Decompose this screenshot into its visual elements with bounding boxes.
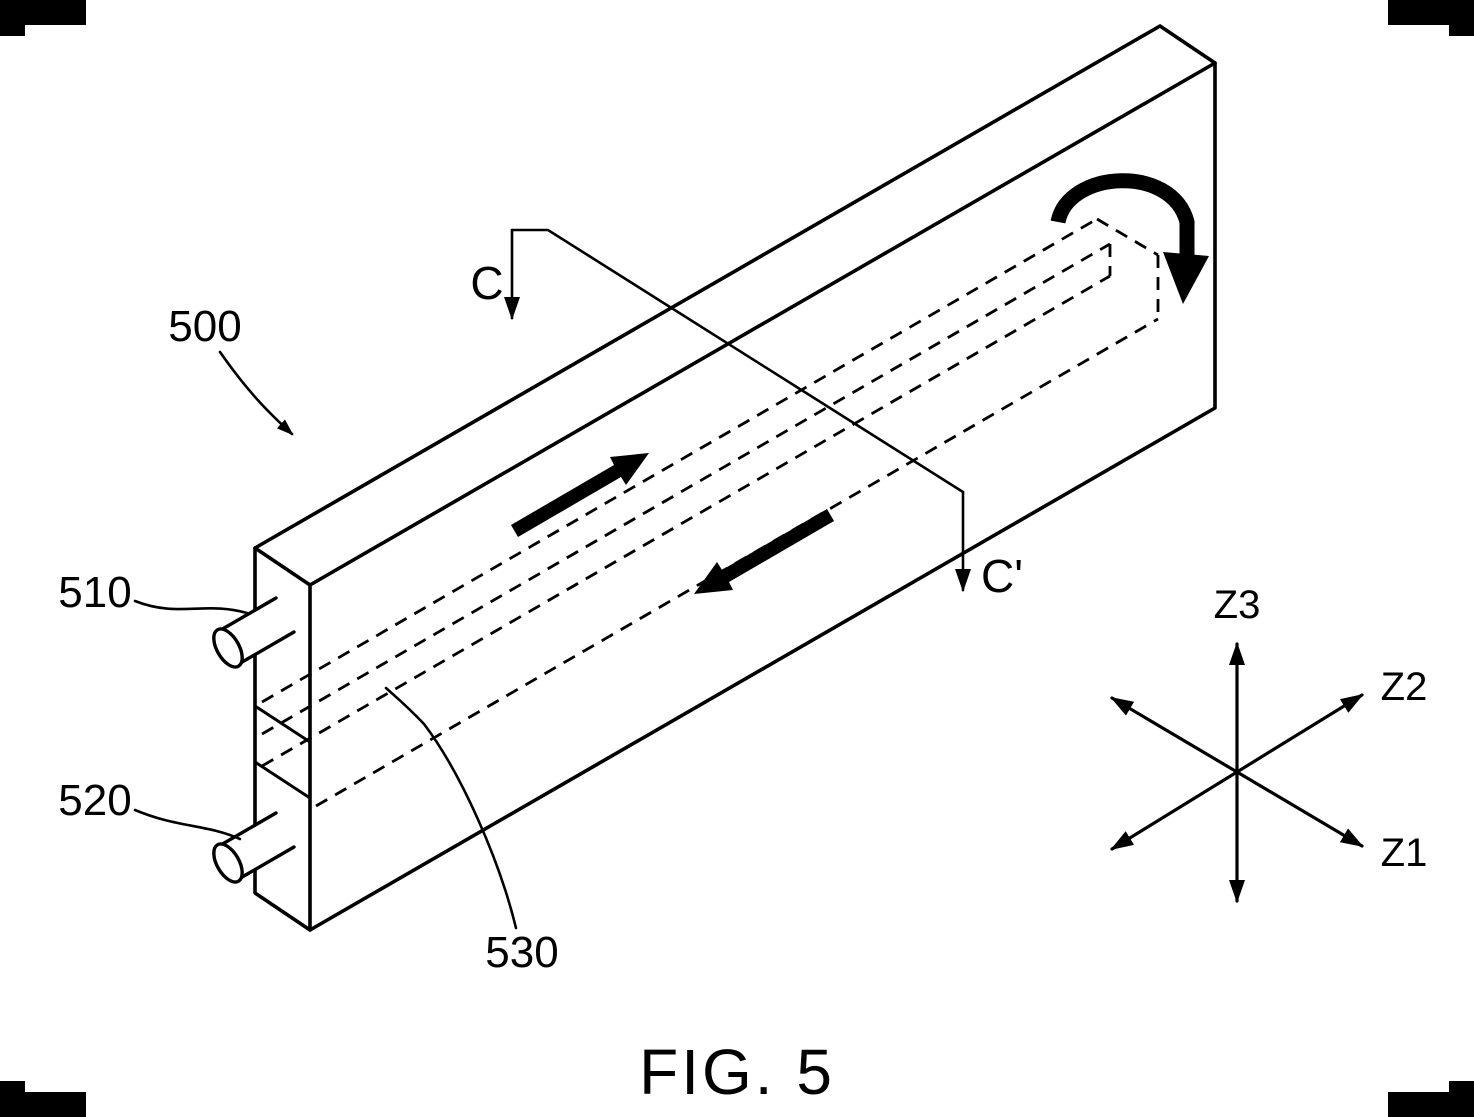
page-corner-mark — [1449, 0, 1474, 36]
label-axis-z2: Z2 — [1381, 665, 1428, 709]
upper-port-end-face — [212, 627, 244, 669]
label-530: 530 — [485, 928, 558, 977]
lower-port-bottom-edge — [235, 845, 296, 882]
slab-outline — [253, 24, 1217, 932]
label-500: 500 — [168, 302, 241, 351]
leader-530 — [384, 686, 518, 930]
label-axis-z1: Z1 — [1381, 831, 1428, 875]
label-section-c: C — [470, 257, 503, 309]
lower-port-end-face — [212, 842, 244, 884]
flow-arrow-return — [694, 509, 834, 594]
axis-z2-negative — [1110, 770, 1239, 851]
axis-z2-positive — [1235, 693, 1364, 774]
figure-caption: FIG. 5 — [639, 1036, 835, 1108]
label-axis-z3: Z3 — [1214, 583, 1261, 627]
slab-front-top-edge — [308, 61, 1217, 587]
page-corner-mark — [0, 0, 25, 36]
slab-divider-lower-edge — [253, 760, 312, 800]
channel-turn-top — [1096, 217, 1159, 257]
upper-port-top-edge — [217, 596, 278, 633]
page-corner-mark — [0, 1081, 25, 1117]
lower-port-top-edge — [217, 811, 278, 848]
flow-arrow-forward — [511, 453, 649, 537]
slab-divider-upper-edge — [253, 704, 312, 744]
page-corner-mark — [1449, 1081, 1474, 1117]
channel-hidden-line-3 — [261, 274, 1111, 768]
slab-left-end-top-edge — [253, 546, 312, 587]
upper-port-bottom-edge — [235, 630, 296, 667]
channel-hidden-line-1 — [261, 217, 1098, 704]
leader-500 — [218, 350, 294, 436]
channel-hidden-line-2 — [261, 242, 1111, 736]
label-510: 510 — [58, 568, 131, 617]
label-520: 520 — [58, 776, 131, 825]
turn-arrow-arc — [1050, 173, 1195, 258]
section-line-diagonal — [510, 228, 965, 494]
leader-510 — [133, 599, 249, 615]
axis-z1-negative — [1110, 696, 1239, 774]
axis-z1-positive — [1235, 770, 1364, 848]
leader-520 — [133, 808, 242, 841]
turn-arrow-head — [1163, 252, 1209, 304]
label-section-c-prime: C' — [981, 550, 1023, 602]
